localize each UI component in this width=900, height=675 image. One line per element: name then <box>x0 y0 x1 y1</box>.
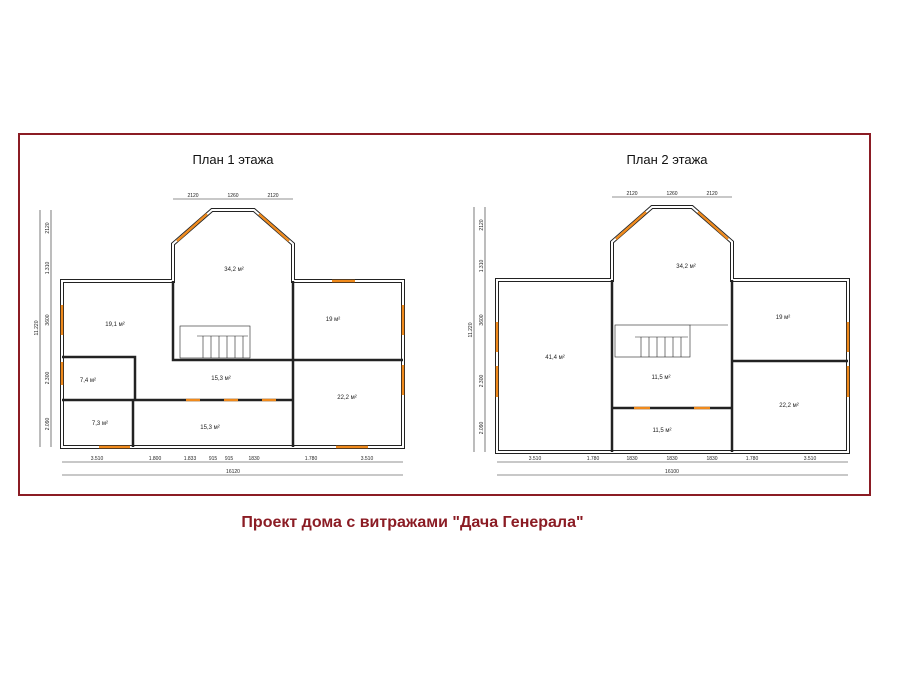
dimension-label: 3.510 <box>804 456 817 462</box>
plan-1-windows <box>60 213 405 449</box>
dimension-label: 1.310 <box>45 262 51 275</box>
room-area: 15,3 м² <box>211 376 230 382</box>
plan-1-interior-walls <box>62 281 403 447</box>
caption: Проект дома с витражами "Дача Генерала" <box>241 514 584 531</box>
dimension-label: 2120 <box>626 191 637 197</box>
dimension-label: 2120 <box>479 219 485 230</box>
dimension-label: 915 <box>209 456 218 462</box>
plan-1: План 1 этажа 34,2 м² 19,1 м² 19 м² 7,4 м… <box>34 152 405 476</box>
room-area: 7,3 м² <box>92 421 108 427</box>
room-area: 7,4 м² <box>80 378 96 384</box>
plan-2-outer-walls <box>495 205 850 454</box>
dimension-label: 3600 <box>479 314 485 325</box>
dimension-label: 1.310 <box>479 260 485 273</box>
dimension-label: 1.780 <box>305 456 318 462</box>
plan-1-dimensions: 2120 1260 2120 3.510 1.800 1.833 915 915… <box>34 193 403 476</box>
dimension-label: 1830 <box>706 456 717 462</box>
plan-2-interior-walls <box>610 280 848 452</box>
dimension-label: 2.090 <box>45 418 51 431</box>
dimension-label: 2120 <box>45 222 51 233</box>
dimension-label: 2.090 <box>479 422 485 435</box>
dimension-label: 2120 <box>187 193 198 199</box>
dimension-label: 2.300 <box>479 375 485 388</box>
dimension-label: 1.780 <box>587 456 600 462</box>
plan-2-windows <box>495 211 850 410</box>
plan-1-stairs <box>179 325 251 359</box>
room-area: 22,2 м² <box>779 403 798 409</box>
dimension-label: 1.833 <box>184 456 197 462</box>
dimension-label: 11.220 <box>34 320 40 335</box>
plan-2-stairs <box>614 324 728 358</box>
room-area: 15,3 м² <box>200 425 219 431</box>
dimension-label: 11.220 <box>468 322 474 337</box>
dimension-label: 1.800 <box>149 456 162 462</box>
dimension-label: 1260 <box>666 191 677 197</box>
drawing-frame <box>18 133 871 496</box>
room-area: 22,2 м² <box>337 395 356 401</box>
dimension-label: 2120 <box>706 191 717 197</box>
dimension-label: 1830 <box>248 456 259 462</box>
room-area: 19 м² <box>776 315 790 321</box>
room-area: 11,5 м² <box>652 428 671 434</box>
dimension-label: 3600 <box>45 314 51 325</box>
room-area: 19,1 м² <box>105 322 124 328</box>
dimension-label: 915 <box>225 456 234 462</box>
room-area: 41,4 м² <box>545 355 564 361</box>
dimension-label: 2120 <box>267 193 278 199</box>
plan-2-dimensions: 2120 1260 2120 3.510 1.780 1830 1830 183… <box>468 191 848 476</box>
dimension-label: 3.510 <box>361 456 374 462</box>
dimension-label: 2.300 <box>45 372 51 385</box>
dimension-label: 3.510 <box>91 456 104 462</box>
room-area: 34,2 м² <box>224 267 243 273</box>
dimension-label: 16120 <box>226 469 240 475</box>
dimension-label: 1260 <box>227 193 238 199</box>
plan-1-title: План 1 этажа <box>192 152 274 167</box>
plan-2: План 2 этажа 34,2 м² 41,4 м² 19 м² 11,5 … <box>468 152 850 476</box>
plan-1-outer-walls <box>60 208 405 449</box>
dimension-label: 1830 <box>666 456 677 462</box>
room-area: 19 м² <box>326 317 340 323</box>
plan-2-title: План 2 этажа <box>626 152 708 167</box>
room-area: 34,2 м² <box>676 264 695 270</box>
room-area: 11,5 м² <box>651 375 670 381</box>
dimension-label: 1830 <box>626 456 637 462</box>
dimension-label: 1.780 <box>746 456 759 462</box>
dimension-label: 3.510 <box>529 456 542 462</box>
dimension-label: 16100 <box>665 469 679 475</box>
